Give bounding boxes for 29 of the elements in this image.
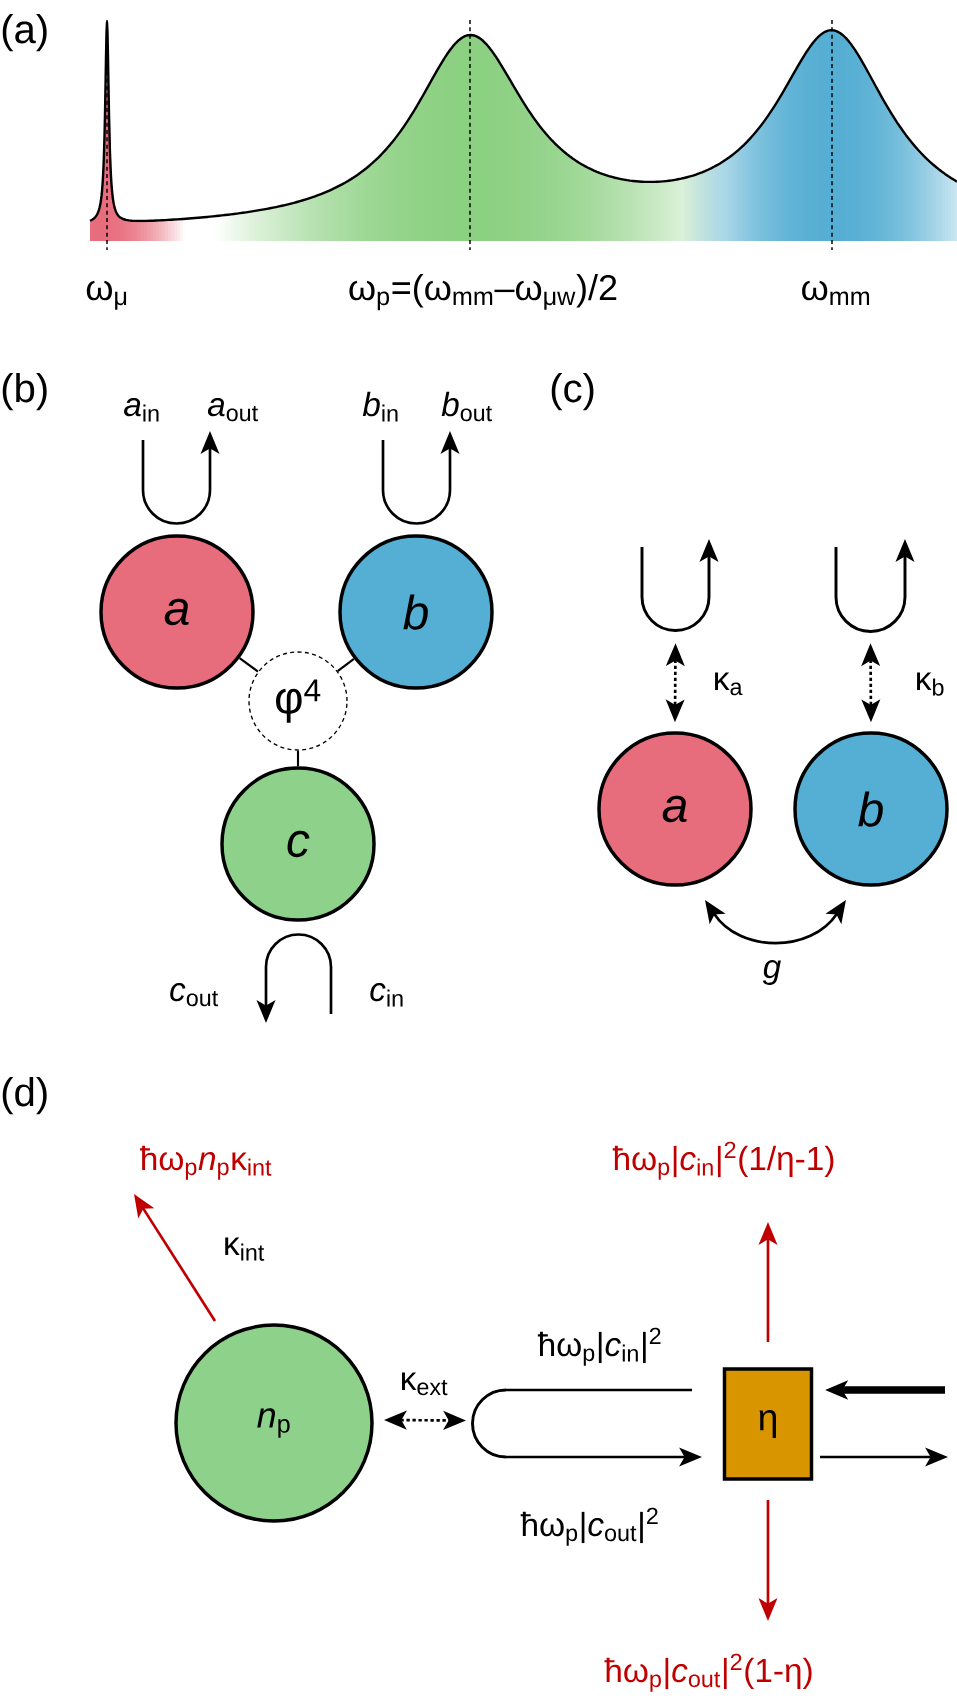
edge-label: κ$_{a}$ [715, 672, 743, 696]
edge-label: κ$_{b}$ [917, 672, 944, 696]
edge-label: κ$_{int}$ [225, 1237, 265, 1261]
panel-label: (d) [2, 1077, 47, 1115]
frequency-label: ω$_{p}$=(ω$_{mm}$–ω$_{μw}$)/2 [349, 273, 617, 311]
port-label: b$_{in}$ [362, 391, 398, 422]
port-label: a$_{out}$ [207, 398, 258, 422]
port-label: a$_{in}$ [124, 398, 159, 422]
connector-line [238, 657, 259, 673]
power-label: ħω$_{p}$|c$_{in}$|$^{2}$(1/η-1) [612, 1141, 834, 1180]
power-label: ħω$_{p}$|c$_{out}$|$^{2}$(1-η) [604, 1653, 812, 1692]
power-label: ħω$_{p}$n$_{p}$κ$_{int}$ [140, 1145, 272, 1180]
loop-bend [471, 1388, 507, 1459]
frequency-label: ω$_{μ}$ [86, 280, 127, 310]
connector-line [296, 750, 300, 767]
edge-label: g [762, 960, 781, 985]
connector-line [506, 1388, 692, 1392]
connector-line [337, 657, 355, 672]
panel-label: (c) [551, 373, 594, 411]
edge-label: ħω$_{p}$|c$_{out}$|$^{2}$ [520, 1507, 658, 1546]
port-label: b$_{out}$ [441, 391, 492, 422]
panel-label: (b) [2, 373, 47, 411]
port-label: c$_{in}$ [370, 983, 403, 1007]
frequency-label: ω$_{mm}$ [802, 280, 870, 305]
port-label: c$_{out}$ [170, 983, 219, 1007]
edge-label: ħω$_{p}$|c$_{in}$|$^{2}$ [537, 1327, 661, 1366]
panel-label: (a) [2, 14, 47, 52]
edge-label: κ$_{ext}$ [402, 1372, 448, 1396]
eta-box: η [722, 1367, 814, 1481]
